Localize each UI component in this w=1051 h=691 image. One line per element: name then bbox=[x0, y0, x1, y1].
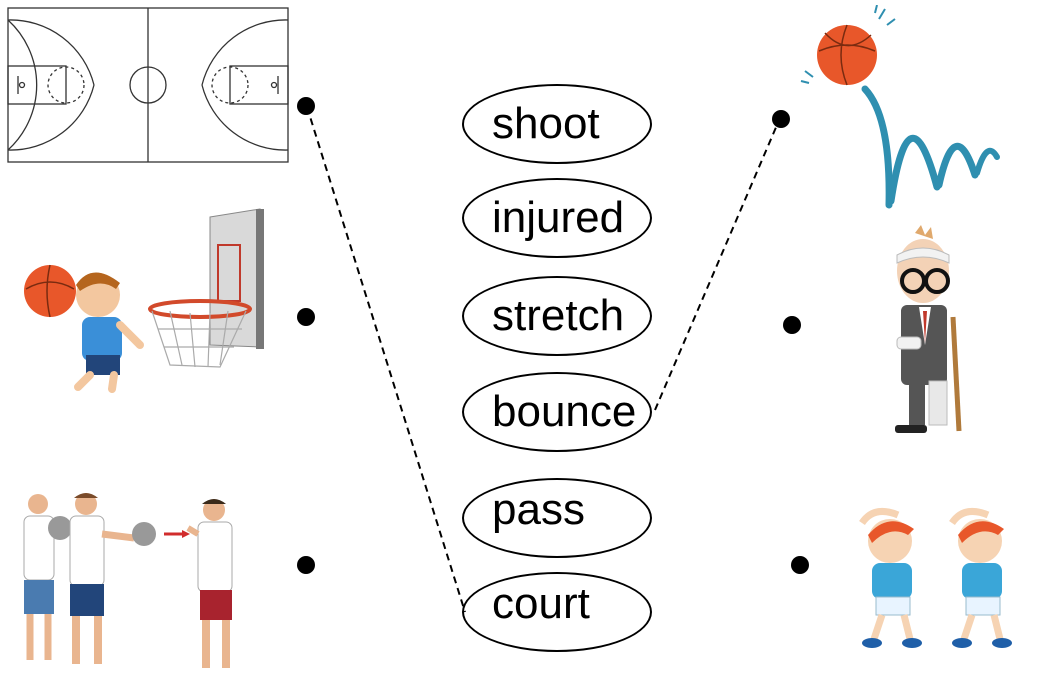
right-dot-2[interactable] bbox=[783, 316, 801, 334]
word-oval-stretch[interactable]: stretch bbox=[462, 276, 652, 356]
right-dot-3[interactable] bbox=[791, 556, 809, 574]
line-bounce-to-bounce-picture bbox=[654, 117, 781, 411]
right-dot-1[interactable] bbox=[772, 110, 790, 128]
left-dot-2[interactable] bbox=[297, 308, 315, 326]
word-oval-injured[interactable]: injured bbox=[462, 178, 652, 258]
left-dot-3[interactable] bbox=[297, 556, 315, 574]
bouncing-ball-image bbox=[800, 5, 1000, 209]
kids-stretching-image bbox=[859, 507, 1012, 648]
word-oval-court[interactable]: court bbox=[462, 572, 652, 652]
chest-pass-image bbox=[23, 493, 233, 668]
line-court-picture-to-court bbox=[306, 106, 466, 613]
boy-shooting-image bbox=[24, 208, 264, 393]
word-oval-pass[interactable]: pass bbox=[462, 478, 652, 558]
word-oval-bounce[interactable]: bounce bbox=[462, 372, 652, 452]
injured-man-image bbox=[895, 225, 962, 433]
basketball-court-image bbox=[7, 7, 289, 163]
left-dot-1[interactable] bbox=[297, 97, 315, 115]
word-oval-shoot[interactable]: shoot bbox=[462, 84, 652, 164]
